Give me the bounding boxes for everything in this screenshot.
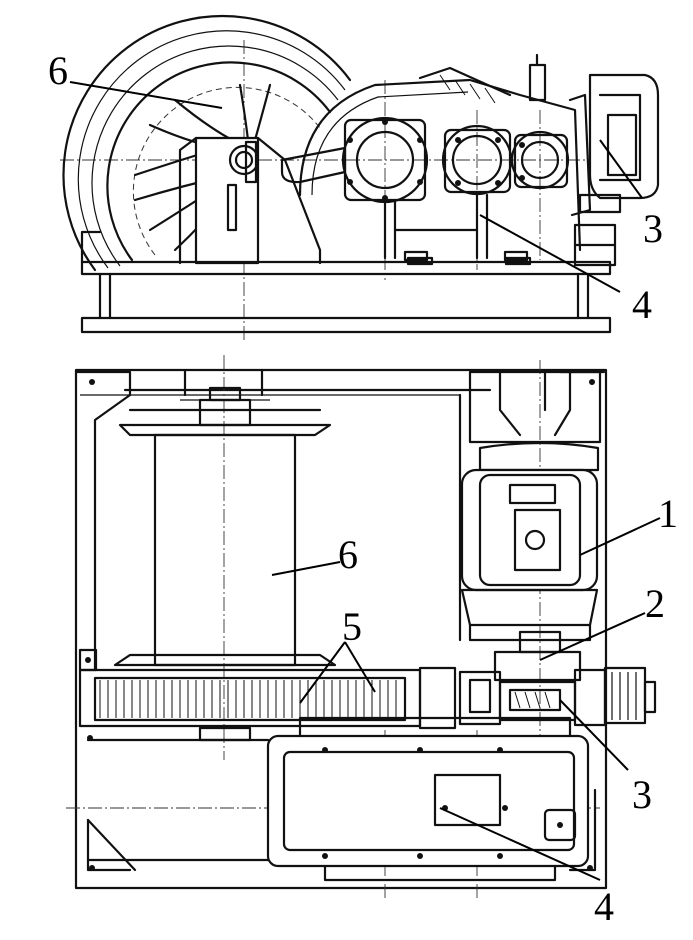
label-6-plan: 6 bbox=[271, 532, 358, 577]
label-3-plan: 3 bbox=[559, 699, 652, 817]
label-3-bottom: 3 bbox=[632, 772, 652, 817]
label-1-plan: 1 bbox=[579, 491, 678, 556]
label-4-top: 4 bbox=[632, 282, 652, 327]
reducer-housing-plan-view bbox=[85, 379, 597, 882]
plan-view: 1 2 6 5 3 4 bbox=[66, 355, 678, 929]
label-3-elevation: 3 bbox=[599, 139, 663, 251]
drum-plan-view bbox=[113, 368, 337, 667]
label-4-elevation: 4 bbox=[479, 214, 652, 327]
big-gear-plan-view bbox=[78, 648, 457, 742]
label-6-bottom: 6 bbox=[338, 532, 358, 577]
label-3-top: 3 bbox=[643, 206, 663, 251]
elevation-view: 6 3 4 bbox=[48, 14, 663, 340]
bearing-pedestal bbox=[178, 136, 322, 265]
motor-plan-view bbox=[460, 370, 602, 642]
label-1: 1 bbox=[658, 491, 678, 536]
reducer-housing-side-view bbox=[280, 66, 582, 262]
motor-end-side-view bbox=[528, 53, 660, 267]
label-2: 2 bbox=[645, 581, 665, 626]
label-2-plan: 2 bbox=[539, 581, 665, 661]
label-6-top: 6 bbox=[48, 48, 68, 93]
coupling-brake-plan-view bbox=[458, 630, 657, 727]
label-5: 5 bbox=[342, 604, 362, 649]
label-6-elevation: 6 bbox=[48, 48, 223, 109]
label-4-plan: 4 bbox=[439, 807, 614, 929]
base-frame-side-view bbox=[80, 230, 612, 334]
label-4-bottom: 4 bbox=[594, 884, 614, 929]
label-5-plan: 5 bbox=[299, 604, 376, 704]
